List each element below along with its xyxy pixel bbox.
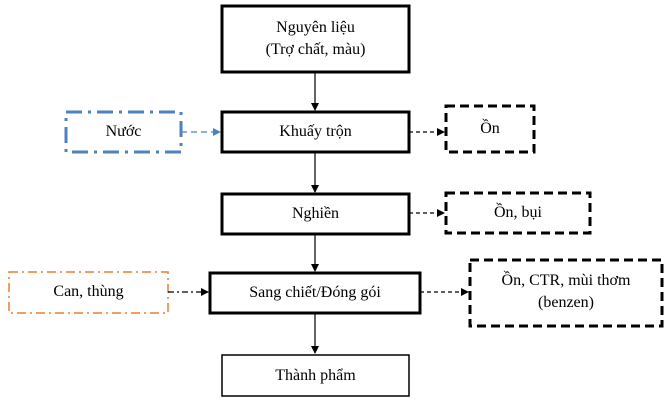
raw-material-box: [220, 4, 411, 74]
noise-dust-output-label: Ồn, bụi: [494, 204, 542, 221]
product-box: [221, 354, 410, 397]
containers-input-label: Can, thùng: [53, 283, 124, 300]
noise-waste-output-label-line1: Ồn, CTR, mùi thơm: [501, 272, 631, 289]
water-input-label: Nước: [105, 123, 142, 140]
raw-material-label-line1: Nguyên liệu: [276, 19, 355, 36]
noise-waste-output-box: [468, 258, 664, 328]
filling-label: Sang chiết/Đóng gói: [249, 284, 381, 301]
noise-output-label: Ồn: [480, 120, 500, 137]
containers-input-box: [8, 271, 169, 314]
grinding-label: Nghiền: [291, 205, 340, 222]
product-label: Thành phẩm: [275, 367, 356, 384]
raw-material-label-line2: (Trợ chất, màu): [265, 41, 366, 58]
mixing-label: Khuấy trộn: [279, 123, 352, 140]
noise-waste-output-label-line2: (benzen): [538, 294, 594, 311]
noise-dust-output-box: [444, 191, 592, 235]
noise-output-box: [444, 104, 536, 154]
water-input-box: [64, 110, 183, 154]
